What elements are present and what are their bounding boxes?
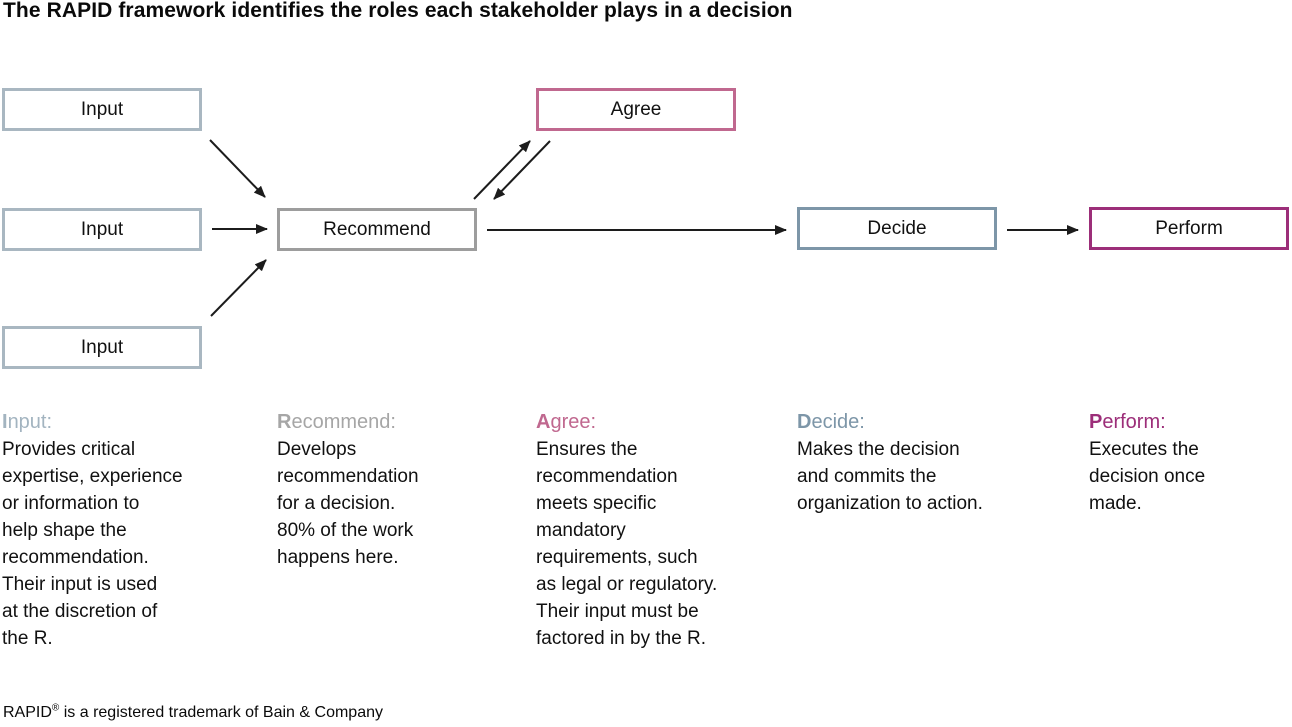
registered-trademark-symbol: ® xyxy=(51,702,60,714)
description-perform-heading: Perform: xyxy=(1089,409,1292,436)
box-recommend-label: Recommend xyxy=(323,218,431,240)
description-recommend: Recommend: Develops recommendation for a… xyxy=(277,409,527,571)
description-agree-heading: Agree: xyxy=(536,409,794,436)
description-recommend-heading-rest: ecommend: xyxy=(291,411,396,433)
box-perform: Perform xyxy=(1089,207,1289,250)
box-perform-label: Perform xyxy=(1155,217,1223,239)
rapid-letter-d: D xyxy=(797,411,812,433)
box-input-2-label: Input xyxy=(80,218,124,240)
description-recommend-body: Develops recommendation for a decision. … xyxy=(277,439,419,568)
box-input-1-label: Input xyxy=(80,98,124,120)
box-input-3-label: Input xyxy=(80,336,124,358)
description-input-heading-rest: nput: xyxy=(7,411,53,433)
arrow-input3-to-recommend xyxy=(210,259,267,317)
rapid-letter-p: P xyxy=(1089,411,1103,433)
description-perform: Perform: Executes the decision once made… xyxy=(1089,409,1292,517)
description-agree-heading-rest: gree: xyxy=(550,411,597,433)
box-input-1: Input xyxy=(2,88,202,131)
box-agree: Agree xyxy=(536,88,736,131)
box-decide-label: Decide xyxy=(867,217,927,239)
description-agree-body: Ensures the recommendation meets specifi… xyxy=(536,439,718,649)
box-recommend: Recommend xyxy=(277,208,477,251)
page-title: The RAPID framework identifies the roles… xyxy=(3,0,793,22)
trademark-text: is a registered trademark of Bain & Comp… xyxy=(59,704,383,721)
arrow-recommend-to-agree xyxy=(473,140,531,200)
description-decide: Decide: Makes the decision and commits t… xyxy=(797,409,1067,517)
box-input-2: Input xyxy=(2,208,202,251)
trademark-note: RAPID® is a registered trademark of Bain… xyxy=(3,702,383,722)
trademark-brand: RAPID xyxy=(3,704,52,721)
rapid-letter-r: R xyxy=(277,411,292,433)
box-agree-label: Agree xyxy=(610,98,662,120)
description-decide-body: Makes the decision and commits the organ… xyxy=(797,439,983,514)
rapid-letter-a: A xyxy=(536,411,551,433)
description-input-body: Provides critical expertise, experience … xyxy=(2,439,183,649)
description-recommend-heading: Recommend: xyxy=(277,409,527,436)
description-agree: Agree: Ensures the recommendation meets … xyxy=(536,409,794,652)
description-perform-body: Executes the decision once made. xyxy=(1089,439,1206,514)
description-decide-heading: Decide: xyxy=(797,409,1067,436)
description-input-heading: Input: xyxy=(2,409,252,436)
box-decide: Decide xyxy=(797,207,997,250)
rapid-letter-i: I xyxy=(2,411,8,433)
description-decide-heading-rest: ecide: xyxy=(811,411,865,433)
arrow-input1-to-recommend xyxy=(209,139,266,198)
description-perform-heading-rest: erform: xyxy=(1102,411,1166,433)
description-input: Input: Provides critical expertise, expe… xyxy=(2,409,252,652)
arrow-agree-to-recommend xyxy=(493,140,551,200)
box-input-3: Input xyxy=(2,326,202,369)
